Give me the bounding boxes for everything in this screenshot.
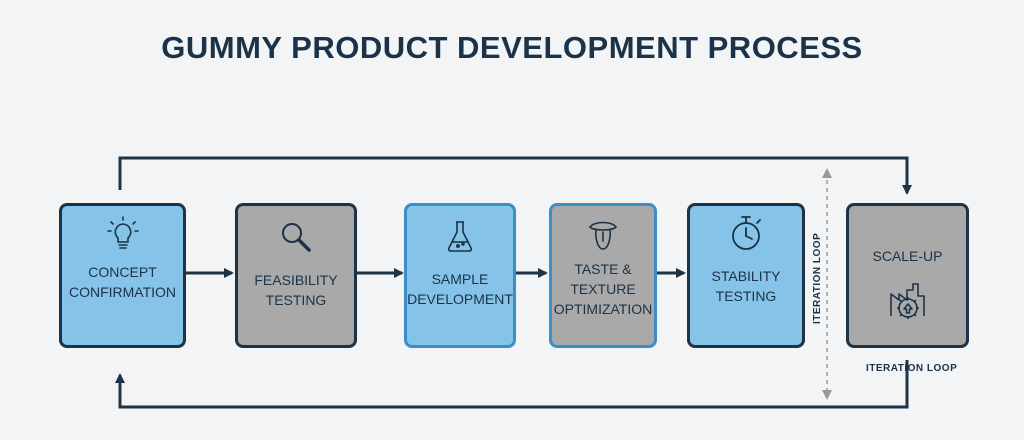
step-label: SCALE-UP [872,248,943,264]
step-sample-development: SAMPLE DEVELOPMENT [404,203,516,348]
magnifier-icon [282,223,311,252]
step-taste-texture-optimization: TASTE & TEXTURE OPTIMIZATION [549,203,657,348]
flask-icon [447,221,473,252]
step-label: SAMPLE DEVELOPMENT [407,271,513,307]
step-label: FEASIBILITY TESTING [254,272,338,308]
step-feasibility-testing: FEASIBILITY TESTING [235,203,357,348]
lightbulb-icon [106,216,139,249]
step-stability-testing: STABILITY TESTING [687,203,805,348]
factory-gear-icon [889,283,925,319]
step-scale-up: SCALE-UP [846,203,969,348]
iteration-loop-label-vertical: ITERATION LOOP [812,232,823,324]
tongue-icon [588,221,618,250]
bottom-loop-arrow [115,360,909,409]
step-label: TASTE & TEXTURE OPTIMIZATION [553,261,653,317]
stopwatch-icon [732,216,761,250]
iteration-loop-label: ITERATION LOOP [866,363,958,374]
diagram-title: GUMMY PRODUCT DEVELOPMENT PROCESS [161,30,863,65]
step-label: STABILITY TESTING [711,268,781,304]
top-loop-arrow [118,156,912,195]
step-concept-confirmation: CONCEPT CONFIRMATION [59,203,186,348]
step-label: CONCEPT CONFIRMATION [68,264,177,300]
